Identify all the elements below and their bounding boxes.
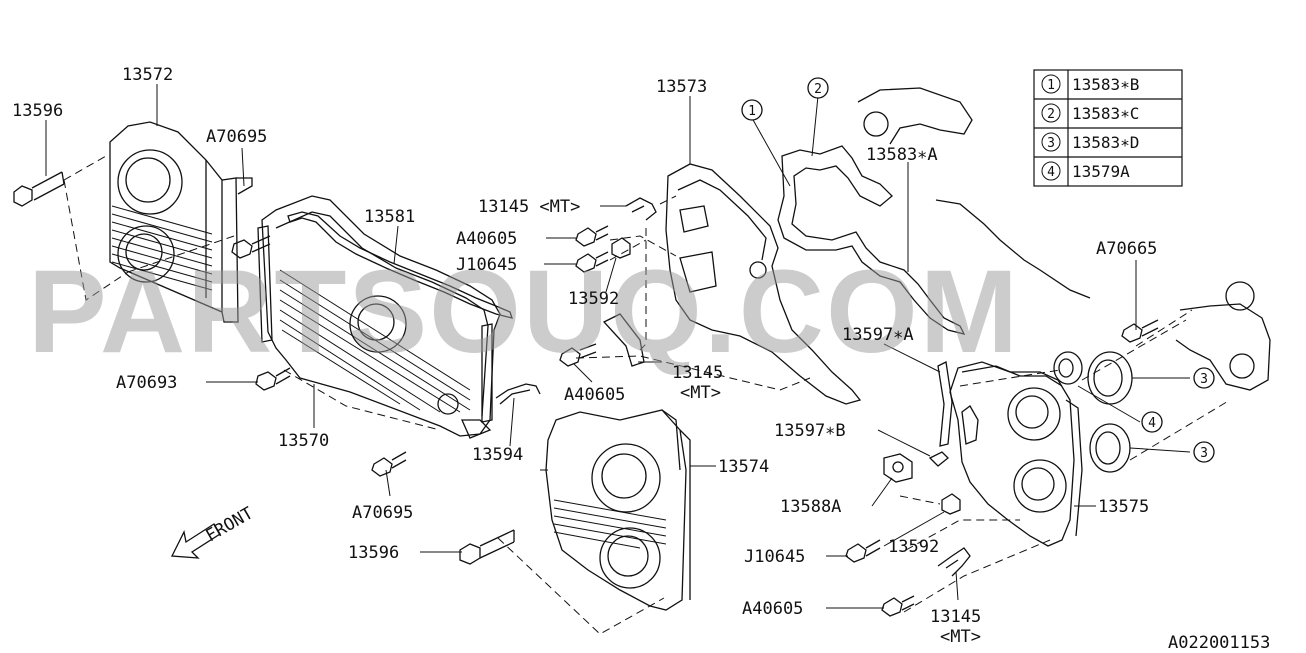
legend-table: 1 13583∗B 2 13583∗C 3 13583∗D 4 13579A [1033,69,1183,187]
legend-num-1: 1 [1047,78,1055,93]
engine-block-outline-right [857,87,1271,391]
legend-part-3: 13583∗D [1072,133,1139,152]
label-13597a[interactable]: 13597∗A [842,325,914,345]
label-a70695-top[interactable]: A70695 [206,127,267,147]
label-13596-top[interactable]: 13596 [12,101,63,121]
label-13573[interactable]: 13573 [656,77,707,97]
label-13570[interactable]: 13570 [278,431,329,451]
label-a70693[interactable]: A70693 [116,373,177,393]
bolt-a70695-top[interactable] [231,235,271,259]
callout-1[interactable]: 1 [741,99,763,121]
timing-belt-cover-front-center[interactable] [545,409,691,611]
gasket-13581[interactable] [257,211,513,423]
bolt-13596-bottom[interactable] [459,529,515,565]
label-13596-bottom[interactable]: 13596 [348,543,399,563]
legend-row-3[interactable]: 3 13583∗D [1041,132,1139,152]
legend-num-4: 4 [1047,165,1055,180]
label-a70665[interactable]: A70665 [1096,239,1157,259]
label-13145-bottom[interactable]: 13145 [930,607,981,627]
label-a40605-top[interactable]: A40605 [456,229,517,249]
bolt-13596-top[interactable] [13,171,65,207]
label-13583a[interactable]: 13583∗A [866,145,938,165]
label-a40605-bottom[interactable]: A40605 [742,599,803,619]
bolt-a40605-mid[interactable] [559,343,597,367]
label-mt-mid: <MT> [680,383,721,403]
bracket-13594[interactable] [495,383,541,405]
label-13581[interactable]: 13581 [364,207,415,227]
label-13594[interactable]: 13594 [472,445,523,465]
front-direction-indicator: FRONT [170,503,257,559]
callout-1-text: 1 [748,104,756,119]
assembly-guide-lines [63,155,1231,635]
part-labels: 13572 13596 A70695 13581 A70693 13570 A7… [12,65,1270,653]
seal-13579a[interactable] [1053,351,1083,385]
bolt-a40605-bottom[interactable] [881,595,915,617]
timing-belt-cover-lower-left[interactable] [261,195,501,439]
label-j10645-top[interactable]: J10645 [456,255,517,275]
callout-3-lower-text: 3 [1200,446,1208,461]
timing-belt-cover-center-upper[interactable] [665,163,862,405]
callout-2[interactable]: 2 [807,77,829,99]
callout-2-text: 2 [814,82,822,97]
timing-belt-cover-lower-right[interactable] [949,361,1083,547]
label-mt-bottom: <MT> [940,627,981,647]
legend-part-2: 13583∗C [1072,104,1139,123]
callout-3-upper[interactable]: 3 [1193,367,1215,389]
legend-num-3: 3 [1047,136,1055,151]
bolt-j10645-bottom[interactable] [845,539,881,563]
clip-13145-bottom[interactable] [937,547,971,577]
clip-13145-top[interactable] [625,197,657,221]
label-j10645-bottom[interactable]: J10645 [744,547,805,567]
label-13145-mid[interactable]: 13145 [672,363,723,383]
legend-row-4[interactable]: 4 13579A [1041,161,1130,181]
bracket-right-cover[interactable] [961,405,979,445]
front-arrow-icon [170,523,221,559]
label-13572[interactable]: 13572 [122,65,173,85]
label-13592-top[interactable]: 13592 [568,289,619,309]
diagram-id: A022001153 [1168,633,1270,653]
label-a70695-bottom[interactable]: A70695 [352,503,413,523]
bolt-j10645-top[interactable] [575,251,609,273]
label-13145-mt-top[interactable]: 13145 <MT> [478,197,580,217]
watermark-text: PARTSOUQ.COM [28,246,1020,378]
legend-part-4: 13579A [1072,162,1130,181]
spacer-13592-top[interactable] [611,237,631,259]
front-label: FRONT [203,503,257,546]
label-13574[interactable]: 13574 [718,457,769,477]
bolt-a70695-bottom[interactable] [371,451,407,477]
bolt-a70693[interactable] [255,367,291,391]
seal-13597a[interactable] [937,361,953,447]
callout-4-text: 4 [1148,416,1156,431]
bolt-a40605-top[interactable] [575,225,609,247]
seal-13583d-lower[interactable] [1089,423,1131,473]
leader-lines [45,84,1191,609]
label-13597b[interactable]: 13597∗B [774,421,846,441]
legend-part-1: 13583∗B [1072,75,1139,94]
legend-num-2: 2 [1047,107,1055,122]
bolt-a70665[interactable] [1121,319,1159,343]
legend-row-2[interactable]: 2 13583∗C [1041,103,1139,123]
callout-3-lower[interactable]: 3 [1193,441,1215,463]
gasket-13588a[interactable] [883,453,913,483]
label-13575[interactable]: 13575 [1098,497,1149,517]
legend-row-1[interactable]: 1 13583∗B [1041,74,1139,94]
label-a40605-mid[interactable]: A40605 [564,385,625,405]
seal-13597b[interactable] [928,451,949,467]
timing-belt-cover-upper-left[interactable] [109,121,253,323]
callout-4[interactable]: 4 [1141,411,1163,433]
spacer-13592-bottom[interactable] [941,493,961,515]
gasket-13583a[interactable] [777,145,966,335]
label-13592-bottom[interactable]: 13592 [888,537,939,557]
label-13588a[interactable]: 13588A [780,497,841,517]
callout-3-upper-text: 3 [1200,372,1208,387]
